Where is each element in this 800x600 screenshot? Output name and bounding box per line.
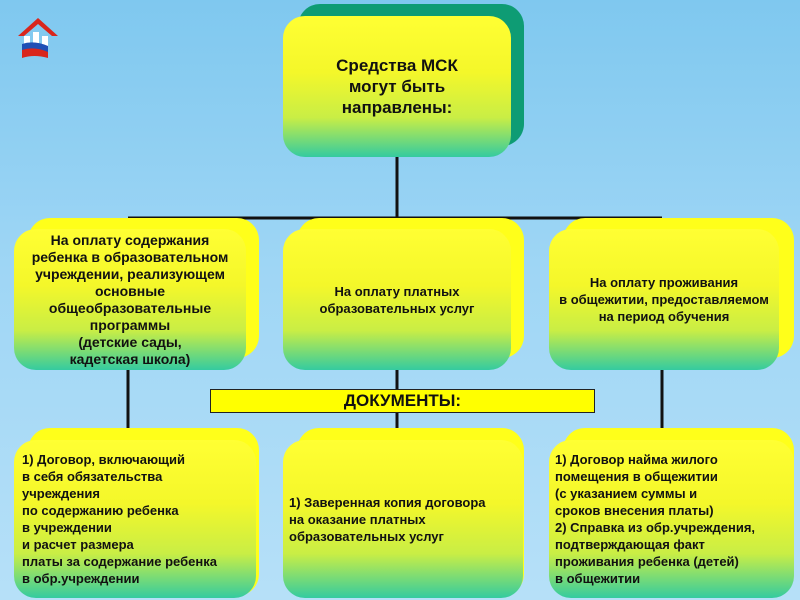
document-2-text: 1) Заверенная копия договора на оказание… — [289, 494, 486, 544]
direction-2-label: На оплату платных образовательных услуг — [319, 283, 475, 316]
documents-title-bar: ДОКУМЕНТЫ: — [210, 389, 595, 413]
title-box: Средства МСК могут быть направлены: — [283, 16, 511, 157]
direction-1-label: На оплату содержания ребенка в образоват… — [31, 231, 229, 367]
document-1-text: 1) Договор, включающий в себя обязательс… — [22, 452, 217, 586]
document-box-3: 1) Договор найма жилого помещения в обще… — [549, 440, 794, 598]
document-box-1: 1) Договор, включающий в себя обязательс… — [14, 440, 256, 598]
documents-title: ДОКУМЕНТЫ: — [343, 391, 462, 410]
direction-3-label: На оплату проживания в общежитии, предос… — [559, 275, 769, 324]
title-text: Средства МСК могут быть направлены: — [336, 56, 458, 117]
document-box-2: 1) Заверенная копия договора на оказание… — [283, 440, 523, 598]
direction-box-1: На оплату содержания ребенка в образоват… — [14, 229, 246, 370]
pfr-house-logo-icon — [18, 18, 58, 58]
document-3-text: 1) Договор найма жилого помещения в обще… — [555, 452, 756, 586]
direction-box-3: На оплату проживания в общежитии, предос… — [549, 229, 779, 370]
direction-box-2: На оплату платных образовательных услуг — [283, 229, 511, 370]
